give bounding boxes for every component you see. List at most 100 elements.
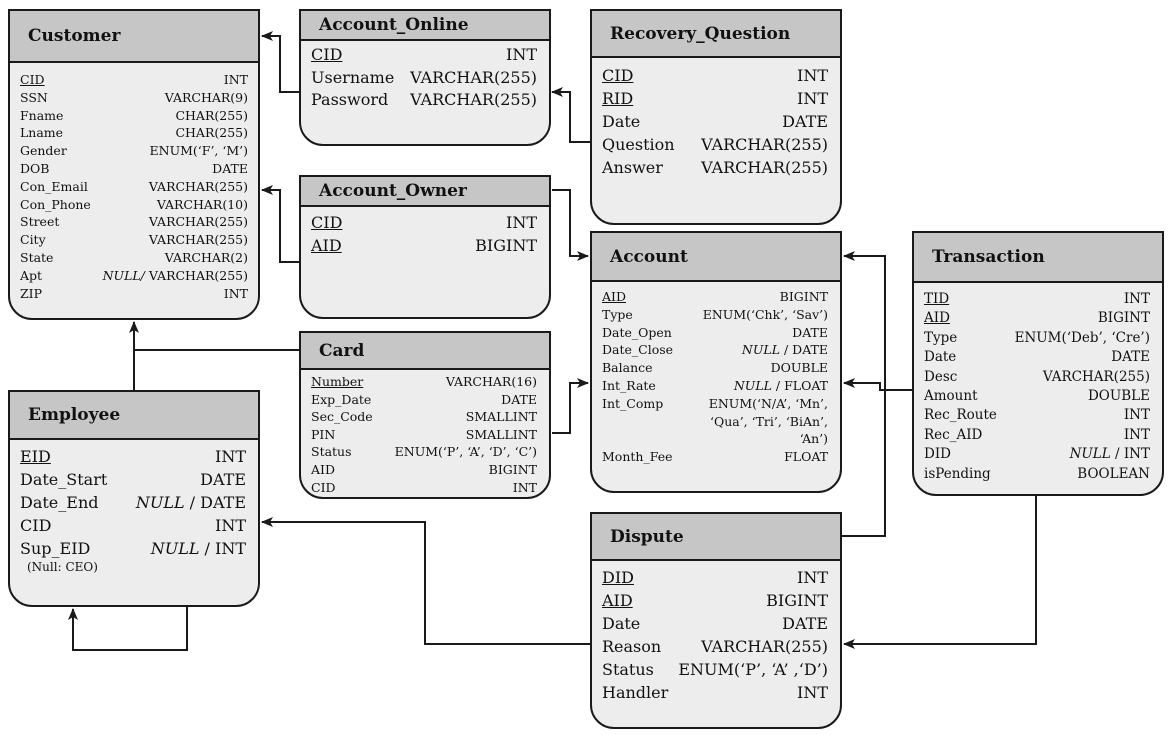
field-type-value: VARCHAR(10) — [156, 196, 248, 212]
field-type-value: BIGINT — [766, 591, 828, 610]
field-name: Type — [924, 329, 958, 346]
field-name: Type — [602, 306, 633, 322]
field-type: INT — [1124, 426, 1150, 445]
field-type: VARCHAR(255) — [701, 635, 828, 658]
field-row: Street VARCHAR(255) — [20, 213, 248, 231]
field-type: DATE — [501, 391, 537, 409]
field-type: VARCHAR(255) — [149, 231, 248, 249]
card-title: Card — [319, 340, 365, 361]
field-type: INT — [1124, 406, 1150, 425]
connector-account-owner-customer — [261, 185, 300, 263]
connector-account-owner-account — [552, 189, 589, 261]
field-type-value: INT — [506, 45, 537, 64]
field-type: INT — [215, 514, 246, 537]
field-name: Street — [20, 214, 60, 230]
field-type: BIGINT — [780, 288, 828, 306]
field-type: NULL / DATE — [136, 491, 246, 514]
customer-header: Customer — [10, 11, 258, 63]
recovery-question-title: Recovery_Question — [610, 23, 791, 44]
field-name: Status — [311, 444, 352, 460]
account-header: Account — [592, 233, 840, 282]
field-type-value: / INT — [204, 539, 246, 558]
field-type-value: ENUM(‘N/A’, ‘Mn’, — [708, 395, 828, 411]
field-type: BIGINT — [475, 234, 537, 257]
field-type: NULL/ VARCHAR(255) — [103, 267, 248, 285]
field-name: Answer — [602, 158, 663, 177]
field-name: Question — [602, 135, 675, 154]
field-name: Date_Close — [602, 342, 674, 358]
field-name: Month_Fee — [602, 449, 673, 465]
field-type-value: / DATE — [189, 493, 246, 512]
field-type-value: INT — [223, 285, 248, 301]
field-type-value: BIGINT — [475, 236, 537, 255]
field-name: PIN — [311, 426, 336, 442]
field-type-value: INT — [1123, 426, 1150, 443]
field-name: CID — [311, 479, 336, 495]
field-type-value: DATE — [1111, 349, 1150, 366]
field-row: Answer VARCHAR(255) — [602, 156, 828, 179]
field-type-value: BOOLEAN — [1077, 465, 1150, 482]
recovery-question-header: Recovery_Question — [592, 11, 840, 58]
field-type: NULL / INT — [1070, 445, 1150, 464]
field-name: TID — [924, 291, 950, 307]
field-type: DATE — [792, 324, 828, 342]
field-type-value: DATE — [200, 470, 246, 489]
account-title: Account — [610, 246, 688, 267]
field-type: INT — [797, 566, 828, 589]
field-type: CHAR(255) — [175, 124, 248, 142]
field-type-prefix: NULL — [150, 539, 205, 558]
field-name: CID — [20, 516, 52, 535]
field-type-value: SMALLINT — [465, 426, 537, 442]
field-type-value: BIGINT — [1097, 310, 1150, 327]
field-type: NULL / DATE — [742, 341, 828, 359]
field-name: Rec_Route — [924, 407, 997, 424]
field-type: DOUBLE — [1088, 387, 1150, 406]
field-type-value: VARCHAR(255) — [701, 158, 828, 177]
field-type: VARCHAR(9) — [165, 89, 248, 107]
connector-recovery-account-online — [551, 87, 590, 143]
dispute-header: Dispute — [592, 514, 840, 561]
field-name: isPending — [924, 465, 991, 482]
connector-dispute-employee — [261, 517, 590, 645]
field-type-value: VARCHAR(255) — [410, 67, 537, 87]
field-row-continuation: ‘Qua’, ‘Tri’, ‘BiAn’, — [602, 413, 828, 431]
field-type-value: VARCHAR(255) — [148, 214, 248, 230]
field-type: BIGINT — [1098, 309, 1150, 328]
field-type: INT — [224, 71, 248, 89]
field-type: INT — [506, 211, 537, 234]
field-type-value: VARCHAR(255) — [148, 232, 248, 248]
field-type-value: VARCHAR(255) — [148, 178, 248, 194]
account-online-title: Account_Online — [319, 15, 469, 35]
field-name: Lname — [20, 125, 64, 141]
field-type: INT — [224, 285, 248, 303]
field-type-value: SMALLINT — [465, 409, 537, 425]
field-row: PIN SMALLINT — [311, 426, 537, 444]
field-type-value: VARCHAR(255) — [410, 90, 537, 109]
field-type: INT — [797, 87, 828, 110]
field-type-value: / INT — [1115, 446, 1150, 463]
connector-employee-self — [68, 606, 188, 651]
